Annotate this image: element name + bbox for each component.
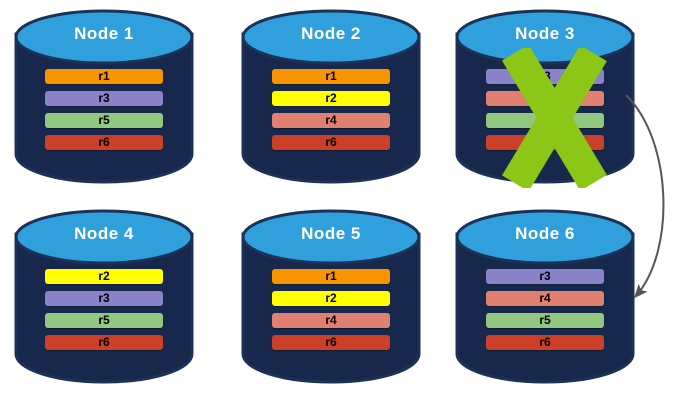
replica-bar[interactable]: r1	[272, 269, 390, 284]
replica-bar[interactable]: r4	[486, 91, 604, 106]
replica-bar[interactable]: r5	[486, 113, 604, 128]
replica-bar[interactable]: r3	[45, 91, 163, 106]
replica-bar[interactable]: r6	[272, 135, 390, 150]
replica-bar[interactable]: r4	[486, 291, 604, 306]
replica-list: r2 r3 r5 r6	[45, 269, 163, 357]
replica-label: r6	[539, 135, 551, 149]
replica-bar[interactable]: r6	[45, 335, 163, 350]
replica-list: r3 r4 r5 r6	[486, 269, 604, 357]
replica-bar[interactable]: r2	[45, 269, 163, 284]
replica-label: r6	[325, 335, 337, 349]
replica-label: r3	[539, 69, 551, 83]
replica-bar[interactable]: r6	[45, 135, 163, 150]
replica-label: r1	[325, 69, 337, 83]
replica-bar[interactable]: r1	[272, 69, 390, 84]
replica-bar[interactable]: r5	[45, 113, 163, 128]
replica-bar[interactable]: r6	[272, 335, 390, 350]
replica-bar[interactable]: r4	[272, 113, 390, 128]
replica-label: r1	[98, 69, 110, 83]
replica-label: r6	[325, 135, 337, 149]
replica-label: r4	[325, 113, 337, 127]
replica-label: r5	[98, 113, 110, 127]
replica-label: r4	[539, 91, 551, 105]
replica-list: r1 r3 r5 r6	[45, 69, 163, 157]
replica-list: r1 r2 r4 r6	[272, 269, 390, 357]
replica-label: r4	[325, 313, 337, 327]
replica-label: r5	[98, 313, 110, 327]
replica-label: r3	[539, 269, 551, 283]
replica-bar[interactable]: r2	[272, 291, 390, 306]
replica-bar[interactable]: r1	[45, 69, 163, 84]
replica-label: r2	[325, 91, 337, 105]
replica-list: r1 r2 r4 r6	[272, 69, 390, 157]
replica-bar[interactable]: r5	[45, 313, 163, 328]
replica-bar[interactable]: r3	[486, 269, 604, 284]
replica-bar[interactable]: r6	[486, 135, 604, 150]
replica-label: r4	[539, 291, 551, 305]
replica-label: r2	[98, 269, 110, 283]
replica-bar[interactable]: r5	[486, 313, 604, 328]
replica-label: r1	[325, 269, 337, 283]
replica-label: r3	[98, 291, 110, 305]
replica-label: r6	[98, 335, 110, 349]
replica-bar[interactable]: r4	[272, 313, 390, 328]
replica-bar[interactable]: r3	[486, 69, 604, 84]
replica-label: r5	[539, 113, 551, 127]
replica-label: r2	[325, 291, 337, 305]
replica-label: r6	[539, 335, 551, 349]
replica-label: r5	[539, 313, 551, 327]
replica-bar[interactable]: r6	[486, 335, 604, 350]
replica-bar[interactable]: r2	[272, 91, 390, 106]
replica-list: r3 r4 r5 r6	[486, 69, 604, 157]
replica-label: r3	[98, 91, 110, 105]
replica-label: r6	[98, 135, 110, 149]
replica-bar[interactable]: r3	[45, 291, 163, 306]
